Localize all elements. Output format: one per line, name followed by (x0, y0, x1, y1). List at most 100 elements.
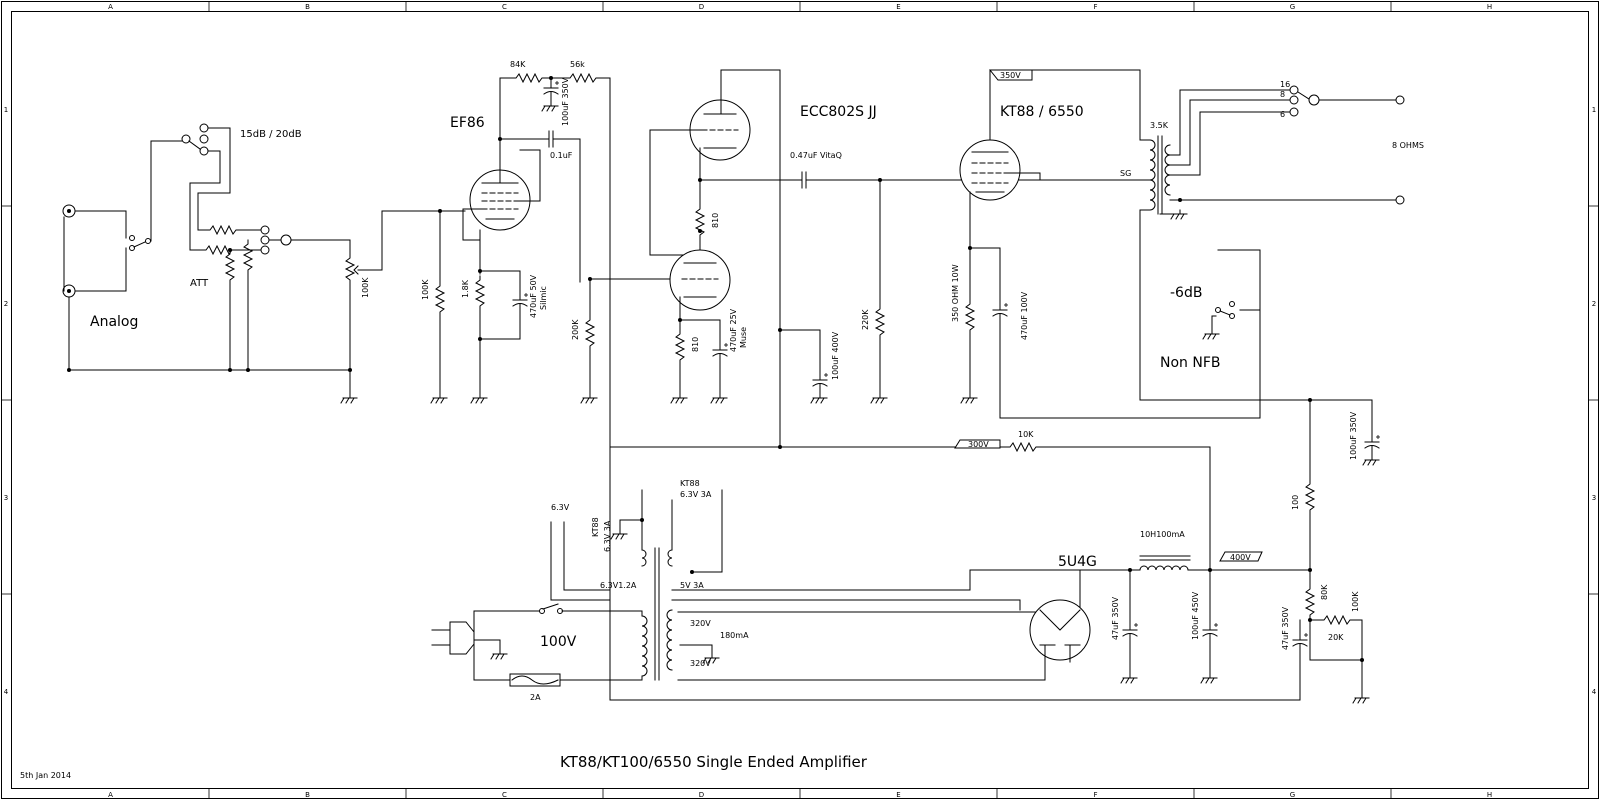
speaker-terminal-plus[interactable] (1395, 95, 1405, 105)
zone-row-label-left: 4 (4, 688, 9, 696)
impedance-selector-switch[interactable] (1289, 85, 1320, 117)
r-100k-fb-label: 100K (1351, 591, 1360, 612)
r-100-label: 100 (1291, 495, 1300, 510)
ecc802s-bottom-triode[interactable] (669, 249, 731, 311)
ecc802s-top-triode[interactable] (689, 69, 751, 161)
ot-35k-label: 3.5K (1150, 121, 1169, 130)
zone-column-label-bottom: E (896, 791, 900, 799)
w-180ma-label: 180mA (720, 631, 749, 640)
5u4g-rectifier-tube[interactable] (1029, 599, 1091, 663)
r-350ohm-label: 350 OHM 10W (951, 264, 960, 322)
input-selector-switch[interactable] (129, 140, 152, 251)
r-220k-label: 220K (861, 309, 870, 330)
zone-column-label-bottom: C (502, 791, 507, 799)
attenuator-selector-switch[interactable] (181, 123, 209, 156)
att-label: ATT (190, 278, 209, 289)
r-200k-label: 200K (571, 319, 580, 340)
r-56k-label: 56k (570, 60, 585, 69)
c-100uf-450v-label: 100uF 450V (1191, 591, 1200, 640)
ot-sg-label: SG (1120, 169, 1131, 178)
mains-100v-label: 100V (540, 634, 577, 650)
analog-label: Analog (90, 314, 138, 330)
zone-column-label-bottom: D (699, 791, 704, 799)
kt88-heater-right-name: KT88 (680, 479, 700, 488)
zone-row-label-left: 1 (4, 106, 8, 114)
c-047uf-label: 0.47uF VitaQ (790, 151, 842, 160)
volume-potentiometer[interactable] (344, 210, 383, 371)
silmic-label: Silmic (539, 286, 548, 310)
c-470uf-25v-label: 470uF 25V (729, 308, 738, 352)
speaker-terminal-minus[interactable] (1395, 195, 1405, 205)
out-8ohms-label: 8 OHMS (1392, 141, 1424, 150)
zone-column-label-bottom: G (1290, 791, 1295, 799)
v-300-label: 300V (968, 440, 989, 449)
zone-column-label-top: D (699, 3, 704, 11)
zone-column-label-top: A (108, 3, 113, 11)
r-80k-label: 80K (1320, 584, 1329, 600)
zone-row-label-left: 3 (4, 494, 8, 502)
w-320v-bottom-label: 320V (690, 659, 711, 668)
c-100uf-400v-label: 100uF 400V (831, 331, 840, 380)
schematic-date: 5th Jan 2014 (20, 771, 71, 780)
zone-column-label-bottom: H (1487, 791, 1492, 799)
rca-jack-1[interactable] (62, 204, 76, 218)
schematic-title: KT88/KT100/6550 Single Ended Amplifier (560, 753, 868, 771)
volume-pot-label: 100K (361, 277, 370, 298)
zone-row-label-right: 2 (1592, 300, 1596, 308)
c-100uf-350v-top-label: 100uF 350V (561, 77, 570, 126)
power-supply: 6.3V KT88 6.3V 3A KT88 6.3V 3A 6.3V1.2A … (431, 446, 1370, 704)
heater-63v-label: 6.3V (551, 503, 570, 512)
r-810-top-label: 810 (711, 213, 720, 228)
tap-6-label: 6 (1280, 110, 1285, 119)
nfb-selector-switch[interactable] (1215, 301, 1235, 319)
rca-jack-2[interactable] (62, 284, 76, 298)
minus-6db-label: -6dB (1170, 285, 1202, 301)
power-transformer[interactable] (641, 547, 673, 681)
attenuator-output-switch[interactable] (260, 225, 292, 255)
c-47uf-350v-a-label: 47uF 350V (1111, 596, 1120, 640)
zone-column-label-top: C (502, 3, 507, 11)
ecc802s-stage: 810 810 470uF 25V Muse ECC802S JJ 100uF … (589, 69, 1041, 448)
output-transformer[interactable] (1149, 135, 1171, 215)
rectifier-label: 5U4G (1058, 554, 1097, 570)
c-470uf-100v-label: 470uF 100V (1020, 291, 1029, 340)
zone-column-label-top: F (1093, 3, 1097, 11)
kt88-tube[interactable] (959, 139, 1021, 201)
w-5v3a-label: 5V 3A (680, 581, 704, 590)
w-63v12a-label: 6.3V1.2A (600, 581, 637, 590)
zone-row-label-left: 2 (4, 300, 8, 308)
r-810-bottom-label: 810 (691, 337, 700, 352)
r-100k-grid-label: 100K (421, 279, 430, 300)
fuse-2a-label: 2A (530, 693, 541, 702)
c-100uf-350v-right-label: 100uF 350V (1349, 411, 1358, 460)
r-20k-label: 20K (1328, 633, 1344, 642)
power-switch[interactable] (539, 603, 563, 614)
zone-column-label-bottom: B (305, 791, 310, 799)
zone-column-label-top: H (1487, 3, 1492, 11)
mains-plug[interactable] (431, 621, 475, 655)
b-plus-rail: 300V 10K 100 (609, 399, 1315, 571)
non-nfb-label: Non NFB (1160, 355, 1221, 371)
c-47uf-350v-b-label: 47uF 350V (1281, 606, 1290, 650)
fuse-2a[interactable] (509, 673, 561, 687)
muse-label: Muse (739, 327, 748, 348)
zone-column-label-top: G (1290, 3, 1295, 11)
ecc802s-label: ECC802S JJ (800, 104, 877, 120)
kt88-heater-left-name: KT88 (591, 517, 600, 537)
zone-row-label-right: 3 (1592, 494, 1596, 502)
kt88-output-stage: KT88 / 6550 350V SG 350 OHM 10W 470uF 10… (951, 69, 1424, 466)
v-350-label: 350V (1000, 71, 1021, 80)
input-section: 15dB / 20dB ATT Analog 100K (62, 123, 383, 404)
zone-column-label-bottom: A (108, 791, 113, 799)
kt88-heater-right-rating: 6.3V 3A (680, 490, 712, 499)
zone-row-label-right: 4 (1592, 688, 1597, 696)
c-470uf-50v-label: 470uF 50V (529, 274, 538, 318)
choke-10h[interactable] (1139, 555, 1191, 571)
r-18k-label: 1.8K (461, 279, 470, 298)
ef86-tube[interactable] (469, 169, 531, 231)
w-320v-top-label: 320V (690, 619, 711, 628)
